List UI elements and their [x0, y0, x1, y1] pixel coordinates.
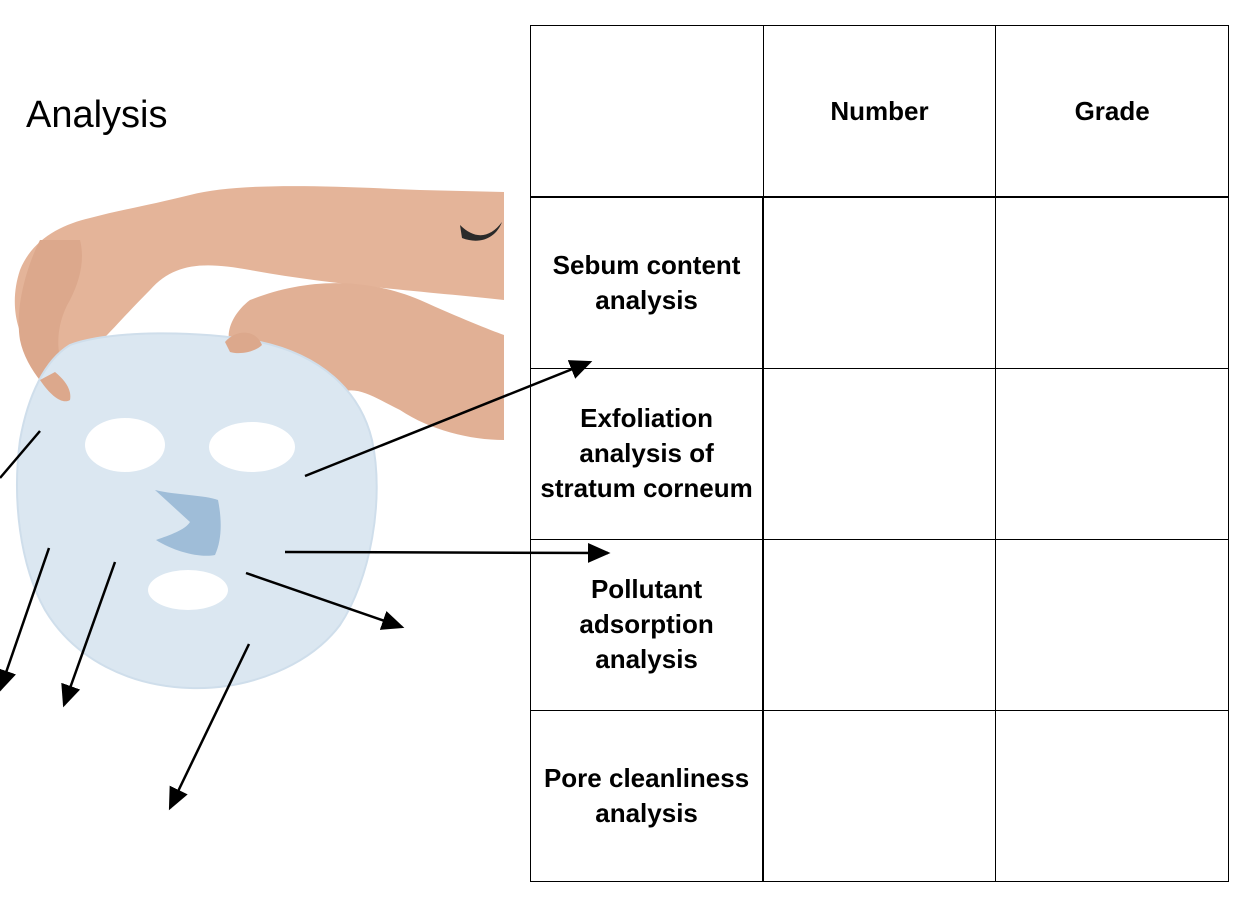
grade-cell[interactable] [995, 196, 1229, 369]
row-label-sebum: Sebum content analysis [530, 196, 765, 369]
header-cell-empty [530, 25, 764, 198]
table-row: Pore cleanliness analysis [530, 709, 1229, 882]
table-header-row: Number Grade [530, 25, 1229, 198]
grade-cell[interactable] [995, 538, 1229, 711]
row-label-pollutant: Pollutant adsorption analysis [530, 538, 765, 711]
header-grade: Grade [995, 25, 1229, 198]
number-cell[interactable] [762, 196, 997, 369]
grade-cell[interactable] [995, 367, 1229, 540]
arrow-cheek-right [245, 571, 405, 630]
grade-cell[interactable] [995, 709, 1229, 882]
table-row: Exfoliation analysis of stratum corneum [530, 367, 1229, 540]
page-title: Analysis [26, 94, 168, 136]
number-cell[interactable] [762, 367, 997, 540]
row-label-pore: Pore cleanliness analysis [530, 709, 765, 882]
table-row: Pollutant adsorption analysis [530, 538, 1229, 711]
number-cell[interactable] [762, 709, 997, 882]
sheet-mask [16, 332, 378, 690]
number-cell[interactable] [762, 538, 997, 711]
sheet-mask-illustration [0, 186, 611, 811]
arrow-jaw-left [0, 547, 51, 693]
arrow-cheek-left [61, 561, 117, 708]
analysis-table: Number Grade Sebum content analysis Exfo… [530, 25, 1229, 882]
arrow-chin [168, 643, 251, 811]
row-label-exfoliation: Exfoliation analysis of stratum corneum [530, 367, 765, 540]
table-row: Sebum content analysis [530, 196, 1229, 369]
header-number: Number [762, 25, 997, 198]
arrow-forehead-left [0, 430, 41, 479]
